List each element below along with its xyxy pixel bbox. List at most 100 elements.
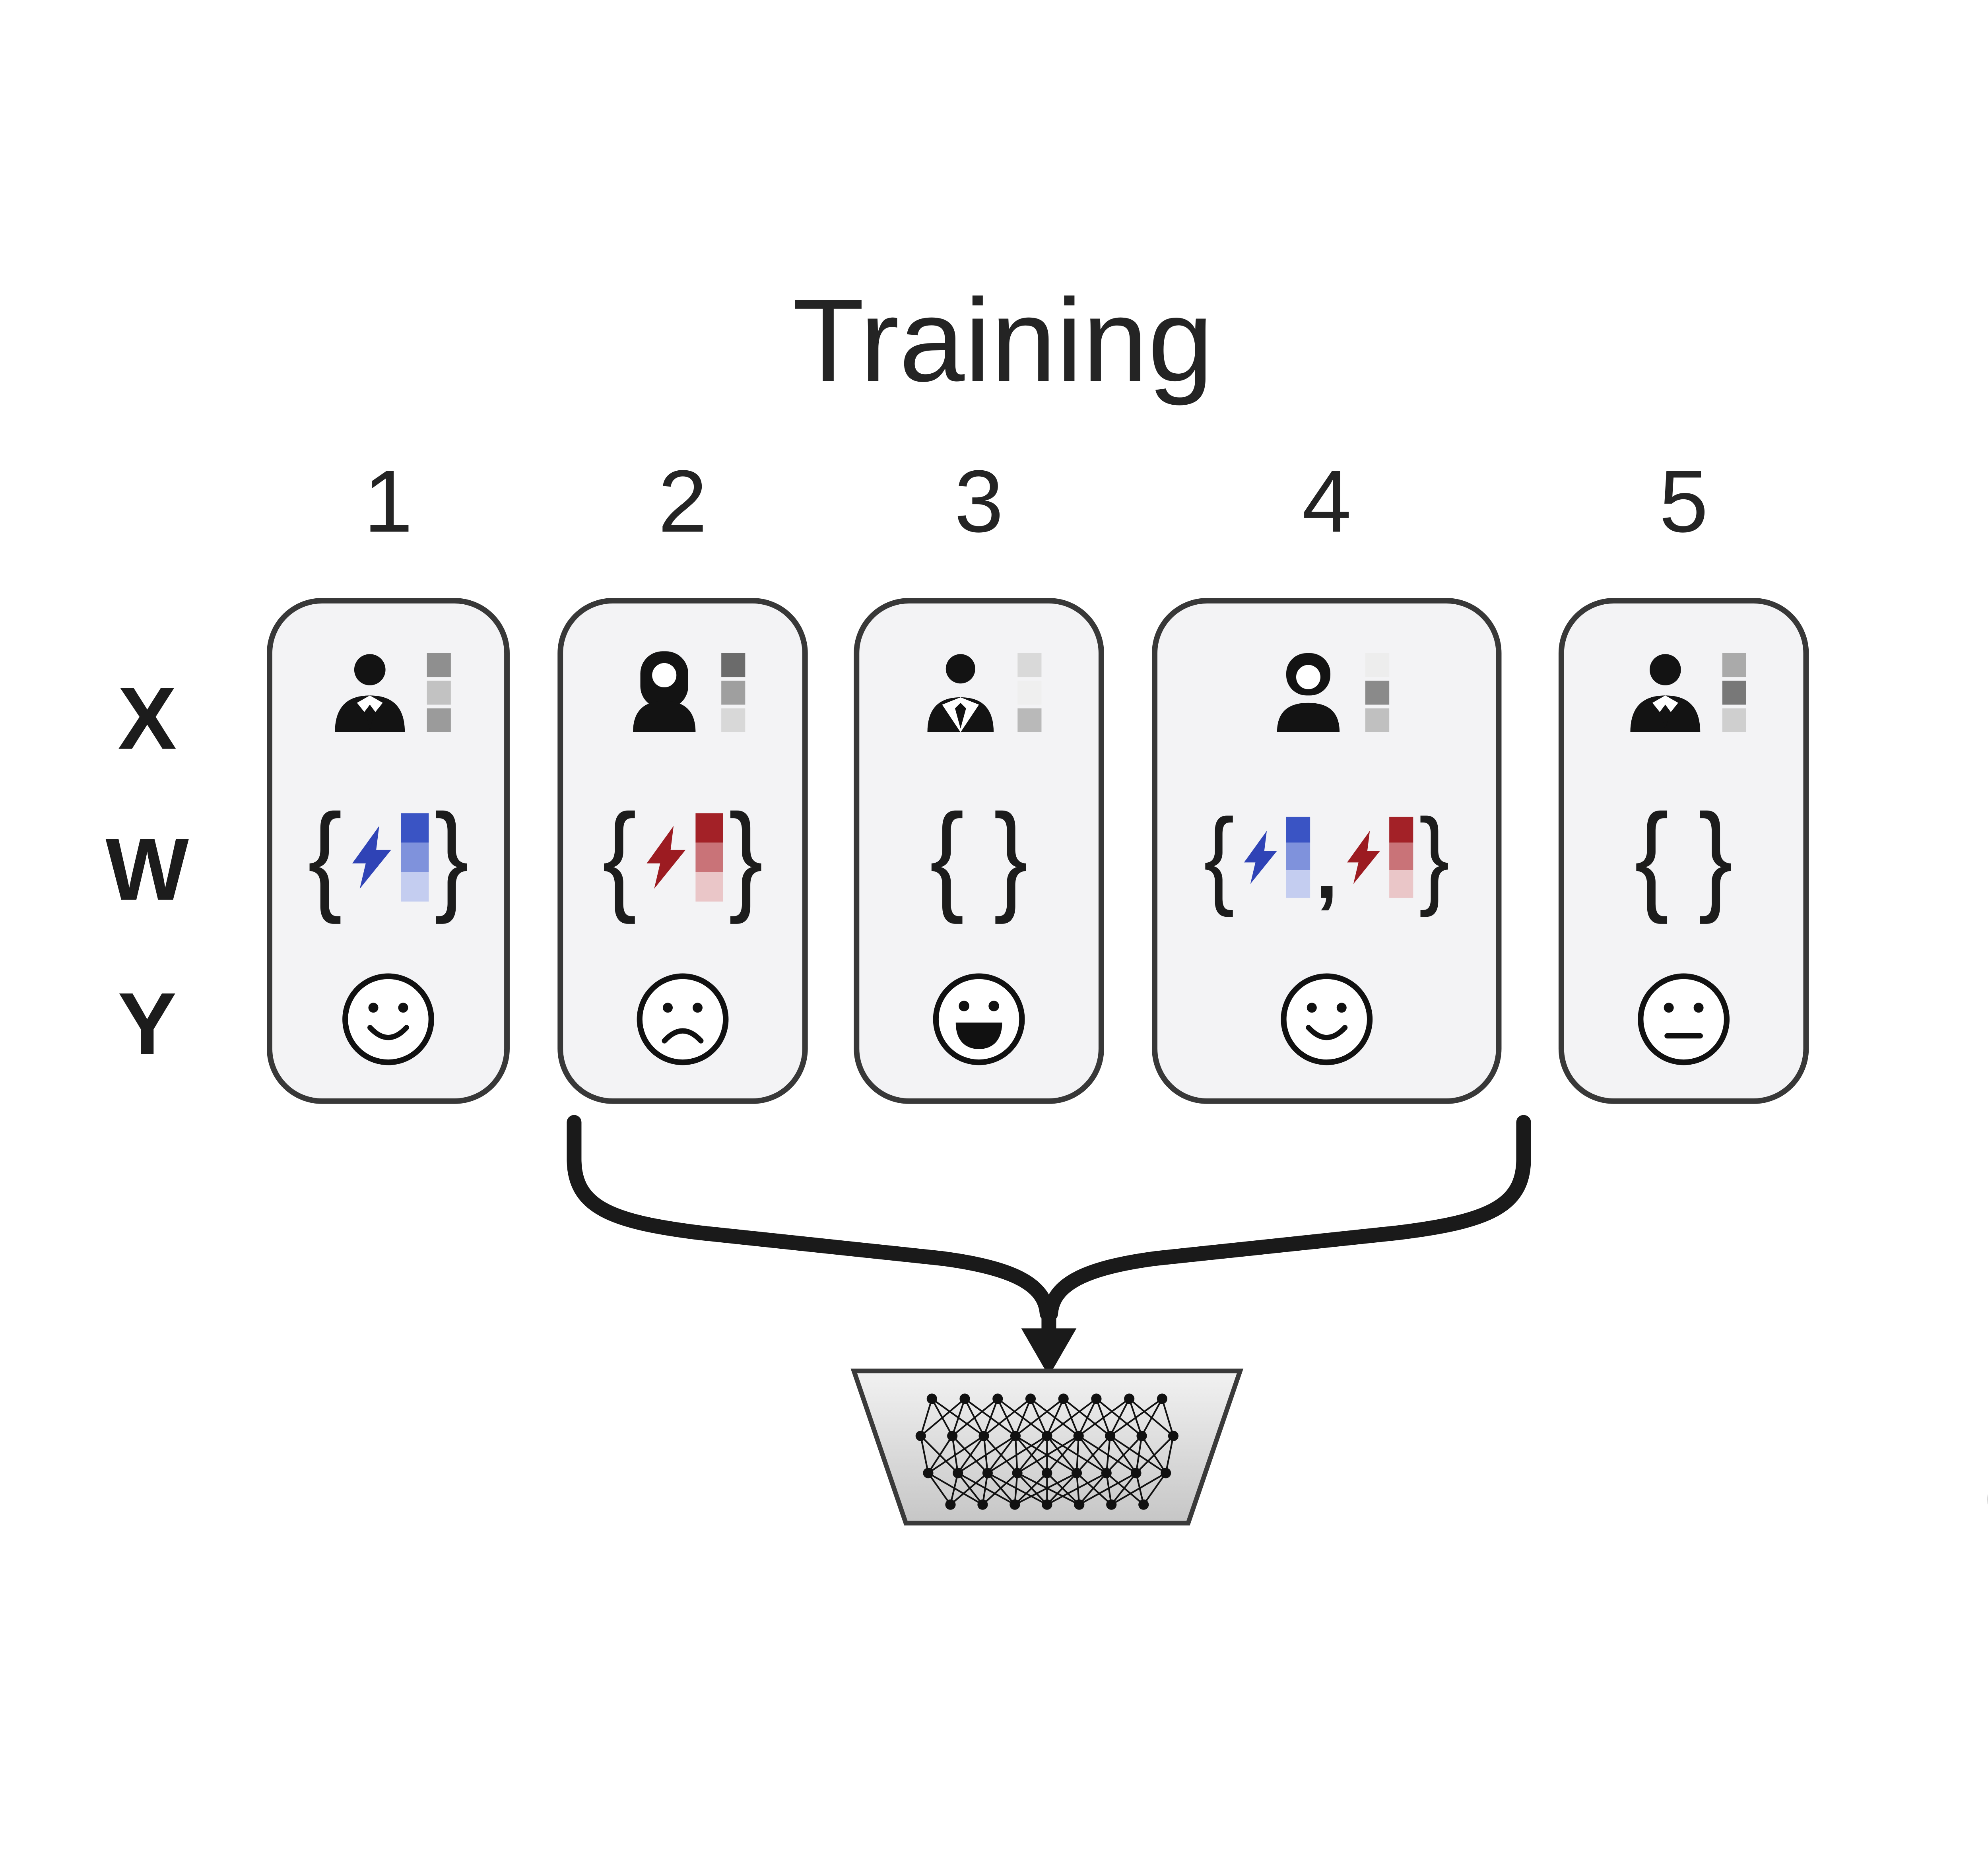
brace-close: }: [728, 787, 763, 924]
bar-segment: [1286, 870, 1310, 897]
treatment-gradient-bar: [401, 812, 429, 901]
covariate-square: [721, 680, 746, 704]
covariate-square: [1722, 707, 1746, 731]
training-title: Training: [792, 274, 1213, 407]
treatment-gradient-bar: [695, 812, 723, 901]
covariate-square: [1017, 680, 1042, 704]
covariate-square: [721, 652, 746, 676]
face-glyph: [1283, 976, 1370, 1063]
person-woman-bob-icon: [1264, 648, 1352, 736]
person-glyph: [1630, 654, 1700, 732]
treatment-gradient-bar: [1286, 816, 1310, 897]
covariate-squares: [427, 652, 451, 731]
treatment-blue: [348, 812, 429, 901]
outcome-frown-face-icon: [633, 970, 732, 1069]
bar-segment: [695, 842, 723, 871]
covariates-row: [870, 636, 1087, 747]
brace-open: {: [602, 787, 637, 924]
brace-open: {: [1204, 795, 1235, 918]
person-man-suit-icon: [326, 648, 414, 736]
covariate-square: [1017, 707, 1042, 731]
face-glyph: [640, 976, 726, 1063]
covariate-square: [1365, 652, 1390, 676]
row-label-x: X: [118, 671, 177, 769]
brace-open: {: [930, 787, 965, 924]
treatment-row: { }: [283, 786, 493, 926]
covariates-row: [283, 636, 493, 747]
row-label-y: Y: [118, 977, 177, 1075]
covariate-squares: [721, 652, 746, 731]
covariates-row: [574, 636, 791, 747]
converging-brace-arrow: [567, 1115, 1531, 1376]
bar-segment: [695, 871, 723, 901]
covariate-squares: [1722, 652, 1746, 731]
column-number-2: 2: [658, 454, 707, 552]
covariate-square: [1722, 680, 1746, 704]
covariate-squares: [1365, 652, 1390, 731]
brace-close: }: [1419, 795, 1450, 918]
brace-close: }: [434, 787, 469, 924]
face-glyph: [345, 976, 431, 1063]
treatment-blue: [1240, 816, 1310, 897]
row-label-w: W: [105, 822, 189, 920]
outcome-row: [283, 966, 493, 1073]
column-number-5: 5: [1659, 454, 1708, 552]
treatment-red: [642, 812, 723, 901]
covariates-row: [1575, 636, 1792, 747]
lightning-bolt-icon: [642, 821, 690, 891]
treatment-row-empty: { }: [870, 786, 1087, 926]
outcome-smile-face-icon: [1277, 970, 1376, 1069]
bar-segment: [401, 812, 429, 842]
face-glyph: [936, 976, 1022, 1063]
brace-close: }: [994, 787, 1028, 924]
person-man-tie-icon: [916, 648, 1005, 736]
person-man-suit-icon: [1621, 648, 1709, 736]
bar-segment: [401, 871, 429, 901]
treatment-comma: ,: [1315, 825, 1338, 916]
bar-segment: [1389, 816, 1413, 843]
training-unit-card-3: { }: [854, 598, 1104, 1104]
lightning-bolt-icon: [1343, 825, 1384, 888]
lightning-bolt-icon: [1240, 825, 1281, 888]
outcome-grin-face-icon: [929, 970, 1029, 1069]
person-glyph: [633, 651, 695, 732]
bar-segment: [1389, 870, 1413, 897]
person-woman-hair-icon: [620, 648, 709, 736]
covariate-square: [427, 680, 451, 704]
testing-subtitle: (novel intervention): [1932, 419, 1988, 508]
covariate-square: [427, 652, 451, 676]
treatment-row-empty: { }: [1575, 786, 1792, 926]
bar-segment: [1389, 843, 1413, 870]
bar-segment: [401, 842, 429, 871]
column-number-4: 4: [1302, 454, 1351, 552]
outcome-neutral-face-icon: [1634, 970, 1734, 1069]
lightning-bolt-icon: [348, 821, 396, 891]
column-number-1: 1: [363, 454, 413, 552]
person-glyph: [1277, 653, 1340, 732]
covariate-square: [427, 707, 451, 731]
outcome-row: [574, 966, 791, 1073]
neural-network-icon: [843, 1362, 1251, 1533]
outcome-smile-face-icon: [339, 970, 438, 1069]
covariate-square: [721, 707, 746, 731]
training-unit-card-5: { }: [1558, 598, 1809, 1104]
bar-segment: [1286, 843, 1310, 870]
treatment-row: { , }: [1169, 786, 1485, 926]
bar-segment: [695, 812, 723, 842]
outcome-row: [1169, 966, 1485, 1073]
person-glyph: [928, 654, 994, 732]
brace-open: {: [1635, 787, 1669, 924]
brace-close: }: [1698, 787, 1733, 924]
very-sad-face-icon: [1984, 1446, 1988, 1553]
face-glyph: [1640, 976, 1727, 1063]
covariate-square: [1365, 707, 1390, 731]
covariate-square: [1722, 652, 1746, 676]
outcome-row: [870, 966, 1087, 1073]
training-unit-card-4: { , }: [1152, 598, 1502, 1104]
treatment-row: { }: [574, 786, 791, 926]
treatment-gradient-bar: [1389, 816, 1413, 897]
training-unit-card-1: { }: [267, 598, 510, 1104]
person-glyph: [335, 654, 405, 732]
brace-open: {: [308, 787, 342, 924]
